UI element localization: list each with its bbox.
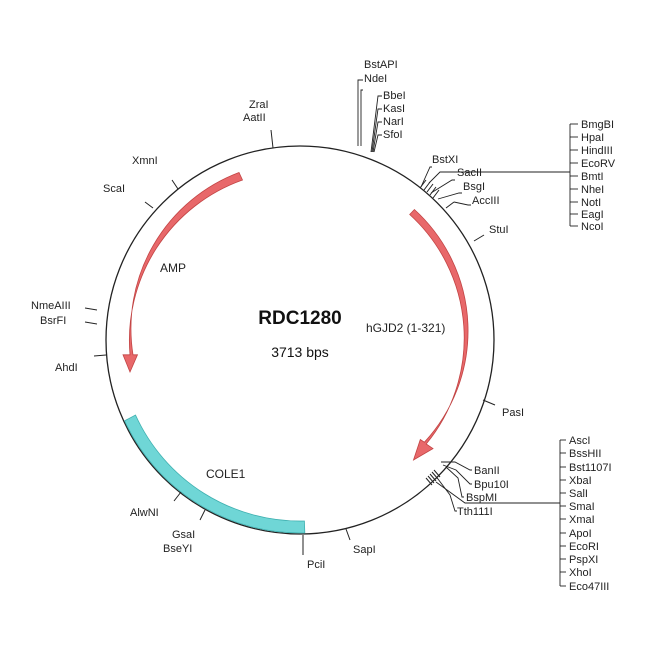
site-label-pspxi: PspXI [569,554,598,566]
site-label-ahdi: AhdI [55,362,78,374]
site-group-mcs-top[interactable]: BstXI SacII BsgI AccIII BmgBI HpaI HindI… [419,119,616,233]
site-stui[interactable]: StuI [473,224,509,242]
site-ahdi[interactable]: AhdI [55,354,107,374]
site-label-bspmi: BspMI [466,492,497,504]
site-label-scai: ScaI [103,183,125,195]
site-label-sacii: SacII [457,167,482,179]
site-label-xmni: XmnI [132,155,158,167]
site-label-sali: SalI [569,488,588,500]
site-pcii[interactable]: PciI [302,535,325,571]
site-label-bbei: BbeI [383,90,406,102]
site-group-bstapi[interactable]: BstAPI NdeI [357,59,398,146]
cole1-feature-label: COLE1 [206,467,246,481]
site-group-gsai[interactable]: GsaI BseYI [163,509,206,555]
site-label-eco47iii: Eco47III [569,581,609,593]
site-label-kasi: KasI [383,103,405,115]
amp-feature-label: AMP [160,261,186,275]
site-sapi[interactable]: SapI [345,528,376,556]
site-label-ndei: NdeI [364,73,387,85]
site-group-mcs-bottom[interactable]: BanII Bpu10I BspMI Tth111I AscI BssHII B… [425,435,612,593]
site-label-banii: BanII [474,465,500,477]
plasmid-name: RDC1280 [258,308,341,329]
site-label-sapi: SapI [353,544,376,556]
site-label-ncoi: NcoI [581,221,604,233]
site-label-pasi: PasI [502,407,524,419]
site-label-bstapi: BstAPI [364,59,398,71]
site-label-eagi: EagI [581,209,604,221]
site-label-alwni: AlwNI [130,507,159,519]
site-xmni[interactable]: XmnI [132,155,179,190]
site-label-bstxi: BstXI [432,154,458,166]
site-label-xhoi: XhoI [569,567,592,579]
site-alwni[interactable]: AlwNI [130,491,182,519]
site-label-ecorv: EcoRV [581,158,616,170]
site-label-nhei: NheI [581,184,604,196]
plasmid-size: 3713 bps [271,344,329,360]
site-label-xbai: XbaI [569,475,592,487]
amp-feature-arrow[interactable] [122,171,244,374]
site-label-bpu10i: Bpu10I [474,479,509,491]
hgjd2-feature-label: hGJD2 (1-321) [366,321,445,335]
site-label-stui: StuI [489,224,509,236]
site-label-sfoi: SfoI [383,129,403,141]
site-label-zrai: ZraI [249,99,269,111]
site-scai[interactable]: ScaI [103,183,154,209]
site-label-gsai: GsaI [172,529,195,541]
site-label-acciii: AccIII [472,195,500,207]
site-label-noti: NotI [581,197,601,209]
site-label-hindiii: HindIII [581,145,613,157]
site-label-tth111i: Tth111I [457,506,493,518]
site-label-hpai: HpaI [581,132,604,144]
site-group-bbei[interactable]: BbeI KasI NarI SfoI [370,90,406,153]
site-label-apoi: ApoI [569,528,592,540]
site-label-bseyi: BseYI [163,543,192,555]
cole1-feature-band[interactable] [124,414,306,534]
site-label-aatii: AatII [243,112,266,124]
site-label-pcii: PciI [307,559,325,571]
site-label-bsgi: BsgI [463,181,485,193]
site-group-nmeaiii[interactable]: NmeAIII BsrFI [31,300,98,327]
site-label-nmeaiii: NmeAIII [31,300,71,312]
site-label-bmgbi: BmgBI [581,119,614,131]
site-label-bmti: BmtI [581,171,604,183]
site-label-ecori: EcoRI [569,541,599,553]
hgjd2-feature-arrow[interactable] [409,208,469,461]
site-label-smai: SmaI [569,501,595,513]
plasmid-backbone [105,145,495,535]
site-group-zrai[interactable]: ZraI AatII [243,99,274,149]
site-pasi[interactable]: PasI [482,399,524,419]
site-label-asci: AscI [569,435,590,447]
site-label-bsrfi: BsrFI [40,315,66,327]
site-label-bsshii: BssHII [569,448,601,460]
site-label-bst1107i: Bst1107I [569,462,612,474]
site-label-nari: NarI [383,116,404,128]
site-label-xmai: XmaI [569,514,595,526]
